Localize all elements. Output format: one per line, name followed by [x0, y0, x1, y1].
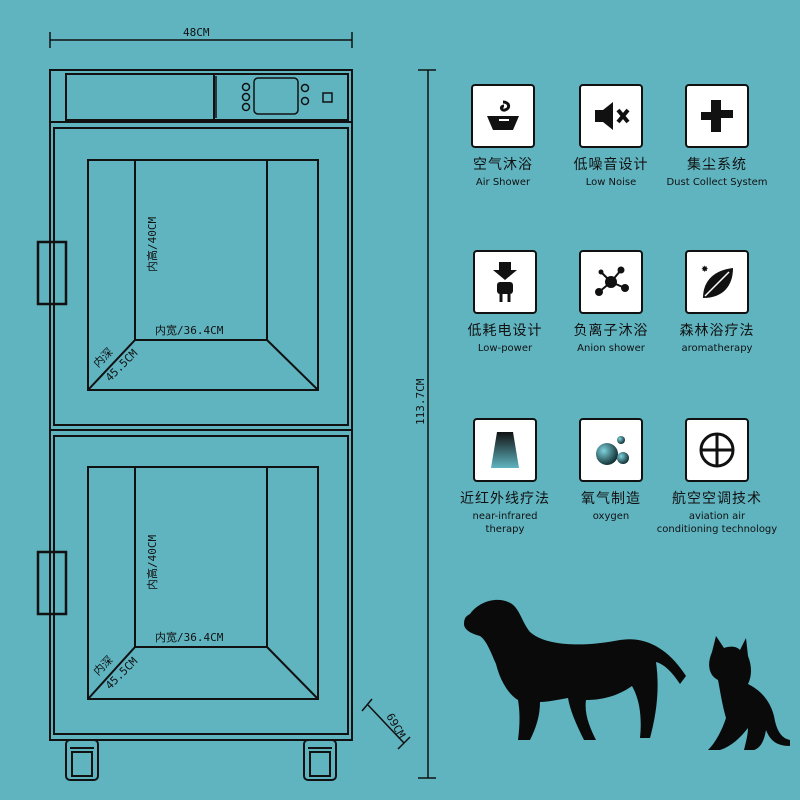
caster-wheel-left: [65, 739, 99, 781]
low-noise-icon: [579, 84, 643, 148]
control-panel: [215, 76, 333, 118]
control-knob-icon: [300, 83, 310, 93]
feature-cn-label: 低耗电设计: [467, 323, 543, 339]
control-knob-icon: [300, 96, 310, 106]
anion-shower-icon: [579, 250, 643, 314]
lower-inner-width: 内宽/36.4CM: [155, 630, 224, 644]
dust-collect-icon: [685, 84, 749, 148]
width-label: 48CM: [183, 26, 210, 39]
pet-silhouettes: [464, 599, 790, 750]
leg-dimension: [361, 698, 411, 750]
feature-anion-shower: 负离子沐浴 Anion shower: [536, 250, 686, 355]
feature-en-label: aromatherapy: [681, 343, 753, 354]
feature-aromatherapy: ✸ 森林浴疗法 aromatherapy: [642, 250, 792, 355]
feature-cn-label: 空气沐浴: [473, 157, 533, 173]
feature-low-power: 低耗电设计 Low-power: [430, 250, 580, 355]
caster-wheel-right: [303, 739, 337, 781]
power-switch-icon: [322, 92, 333, 103]
aviation-air-icon: [685, 418, 749, 482]
feature-en-label: oxygen: [592, 511, 630, 522]
control-knob-icon: [241, 102, 251, 112]
feature-cn-label: 负离子沐浴: [573, 323, 649, 339]
svg-text:✸: ✸: [701, 265, 709, 275]
cabinet-body: [49, 69, 353, 741]
low-power-icon: [473, 250, 537, 314]
feature-near-infrared: 近红外线疗法 near-infrared therapy: [430, 418, 580, 536]
feature-en-label: Anion shower: [577, 343, 645, 354]
lower-handle: [36, 550, 68, 616]
feature-low-noise: 低噪音设计 Low Noise: [536, 84, 686, 189]
feature-cn-label: 氧气制造: [581, 491, 641, 507]
feature-en-label: Dust Collect System: [666, 177, 768, 188]
feature-en-label: Low Noise: [585, 177, 637, 188]
oxygen-icon: [579, 418, 643, 482]
lower-interior: [87, 466, 319, 700]
upper-inner-width: 内宽/36.4CM: [155, 323, 224, 337]
feature-en-label: Low-power: [477, 343, 533, 354]
cat-silhouette: [708, 636, 790, 750]
height-dimension: [418, 69, 436, 779]
caster-wheels: [65, 739, 337, 781]
display-screen: [253, 77, 299, 115]
control-knob-icon: [241, 82, 251, 92]
feature-aviation-air: 航空空调技术 aviation air conditioning technol…: [642, 418, 792, 536]
feature-en-label: Air Shower: [475, 177, 531, 188]
feature-dust-collect: 集尘系统 Dust Collect System: [642, 84, 792, 189]
lower-inner-height: 内高/40CM: [145, 535, 159, 590]
dog-silhouette: [464, 599, 686, 740]
feature-en-label: aviation air conditioning technology: [656, 511, 778, 535]
door-handles: [36, 240, 68, 616]
near-infrared-icon: [473, 418, 537, 482]
feature-cn-label: 航空空调技术: [672, 491, 762, 507]
feature-air-shower: 空气沐浴 Air Shower: [428, 84, 578, 189]
feature-cn-label: 近红外线疗法: [460, 491, 550, 507]
feature-cn-label: 森林浴疗法: [679, 323, 755, 339]
feature-cn-label: 集尘系统: [687, 157, 747, 173]
feature-cn-label: 低噪音设计: [573, 157, 649, 173]
air-shower-icon: [471, 84, 535, 148]
width-dimension: [49, 32, 353, 48]
upper-handle: [36, 240, 68, 306]
aromatherapy-icon: ✸: [685, 250, 749, 314]
feature-oxygen: 氧气制造 oxygen: [536, 418, 686, 523]
upper-interior: [87, 159, 319, 391]
control-knob-icon: [241, 92, 251, 102]
height-label: 113.7CM: [414, 378, 427, 425]
upper-inner-height: 内高/40CM: [145, 217, 159, 272]
feature-en-label: near-infrared therapy: [472, 511, 538, 535]
